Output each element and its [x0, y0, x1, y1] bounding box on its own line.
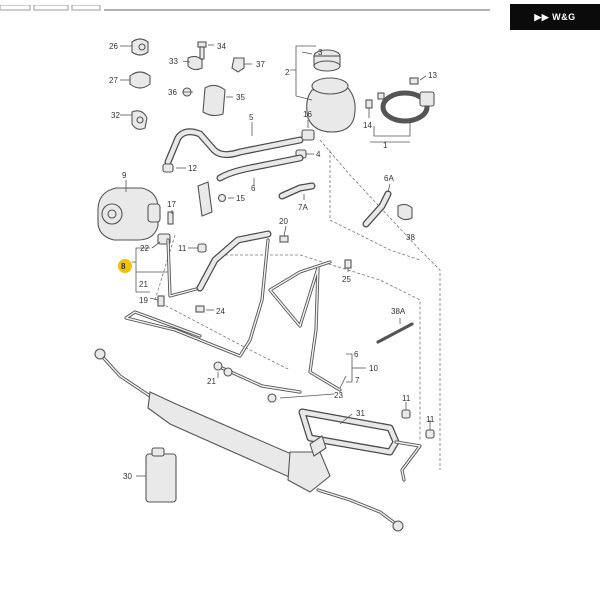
- pump-9[interactable]: [97, 187, 161, 241]
- label-11-pump: 11: [178, 244, 187, 253]
- label-5: 5: [249, 113, 254, 122]
- bolt-25[interactable]: [344, 259, 352, 269]
- brand-text: W&G: [552, 12, 576, 22]
- label-25: 25: [342, 275, 351, 284]
- nut-15[interactable]: [217, 193, 227, 203]
- label-4: 4: [316, 150, 321, 159]
- label-1: 1: [383, 141, 388, 150]
- label-33: 33: [169, 57, 178, 66]
- leader-lines: [120, 44, 431, 477]
- label-8: 8: [121, 262, 126, 271]
- label-10: 10: [369, 364, 378, 373]
- label-16: 16: [303, 110, 312, 119]
- hose-6a[interactable]: [362, 190, 392, 228]
- label-26: 26: [109, 42, 118, 51]
- bolt-11-pump[interactable]: [197, 243, 207, 253]
- bracket-35[interactable]: [202, 84, 226, 117]
- label-22: 22: [140, 244, 149, 253]
- reservoir-2[interactable]: [306, 49, 356, 133]
- label-9: 9: [122, 171, 127, 180]
- label-7: 7: [355, 376, 360, 385]
- hose-6[interactable]: [216, 154, 304, 182]
- clamp-11-cooler-top[interactable]: [401, 409, 411, 419]
- clip-32[interactable]: [131, 110, 148, 130]
- label-30: 30: [123, 472, 132, 481]
- label-36: 36: [168, 88, 177, 97]
- label-24: 24: [216, 307, 225, 316]
- label-37: 37: [256, 60, 265, 69]
- label-19: 19: [139, 296, 148, 305]
- label-35: 35: [236, 93, 245, 102]
- label-31: 31: [356, 409, 365, 418]
- label-21-lower: 21: [207, 377, 216, 386]
- clip-38[interactable]: [397, 203, 413, 221]
- clamp-33[interactable]: [187, 55, 203, 71]
- clip-27[interactable]: [129, 71, 151, 89]
- label-3: 3: [318, 48, 323, 57]
- clamp-21[interactable]: [213, 361, 233, 377]
- clip-26[interactable]: [131, 38, 149, 56]
- label-27: 27: [109, 76, 118, 85]
- steering-rack[interactable]: [94, 348, 404, 532]
- bolt-17[interactable]: [167, 211, 174, 225]
- cooler-line[interactable]: [268, 260, 342, 392]
- label-17: 17: [167, 200, 176, 209]
- callout-labels: 26 27 32 33 34 37 36 35 3 2 13 14 1 16 4…: [109, 42, 437, 481]
- label-20: 20: [279, 217, 288, 226]
- label-15: 15: [236, 194, 245, 203]
- label-21-upper: 21: [139, 280, 148, 289]
- bracket-1[interactable]: [380, 90, 435, 124]
- label-11-cooler-right: 11: [426, 415, 435, 424]
- bolt-19[interactable]: [157, 295, 165, 307]
- sensor-38a[interactable]: [376, 322, 414, 344]
- brand-logo: ▶▶ W&G: [510, 4, 600, 30]
- label-11-cooler-top: 11: [402, 394, 411, 403]
- hose-7a[interactable]: [278, 182, 316, 200]
- label-23: 23: [334, 391, 343, 400]
- bolt-20[interactable]: [279, 235, 289, 243]
- bracket-15[interactable]: [197, 181, 213, 217]
- bracket-37[interactable]: [231, 57, 245, 73]
- label-14: 14: [363, 121, 372, 130]
- label-12: 12: [188, 164, 197, 173]
- fluid-bottle-30[interactable]: [145, 447, 177, 503]
- label-2: 2: [285, 68, 290, 77]
- label-13: 13: [428, 71, 437, 80]
- label-6: 6: [251, 184, 256, 193]
- bolt-24[interactable]: [195, 305, 205, 313]
- pressure-hose-8[interactable]: [166, 230, 272, 298]
- bolt-13[interactable]: [409, 77, 419, 85]
- label-6-lower: 6: [354, 350, 359, 359]
- brand-wing-icon: ▶▶: [534, 11, 550, 22]
- connector-16[interactable]: [301, 129, 315, 141]
- label-7a: 7A: [298, 203, 308, 212]
- bolt-34[interactable]: [197, 41, 207, 60]
- clamp-12[interactable]: [162, 163, 174, 173]
- label-34: 34: [217, 42, 226, 51]
- top-frame: [0, 0, 600, 11]
- clamp-11-cooler-right[interactable]: [425, 429, 435, 439]
- highlight-marker-8[interactable]: [118, 259, 132, 273]
- frame-lines: [0, 4, 490, 11]
- label-6a: 6A: [384, 174, 394, 183]
- clamp-23[interactable]: [267, 393, 277, 403]
- label-32: 32: [111, 111, 120, 120]
- label-38: 38: [406, 233, 415, 242]
- hose-5[interactable]: [164, 128, 304, 166]
- return-line[interactable]: [124, 238, 302, 394]
- label-38a: 38A: [391, 307, 406, 316]
- dashed-reference-lines: [154, 139, 441, 470]
- cooler-31[interactable]: [298, 408, 422, 482]
